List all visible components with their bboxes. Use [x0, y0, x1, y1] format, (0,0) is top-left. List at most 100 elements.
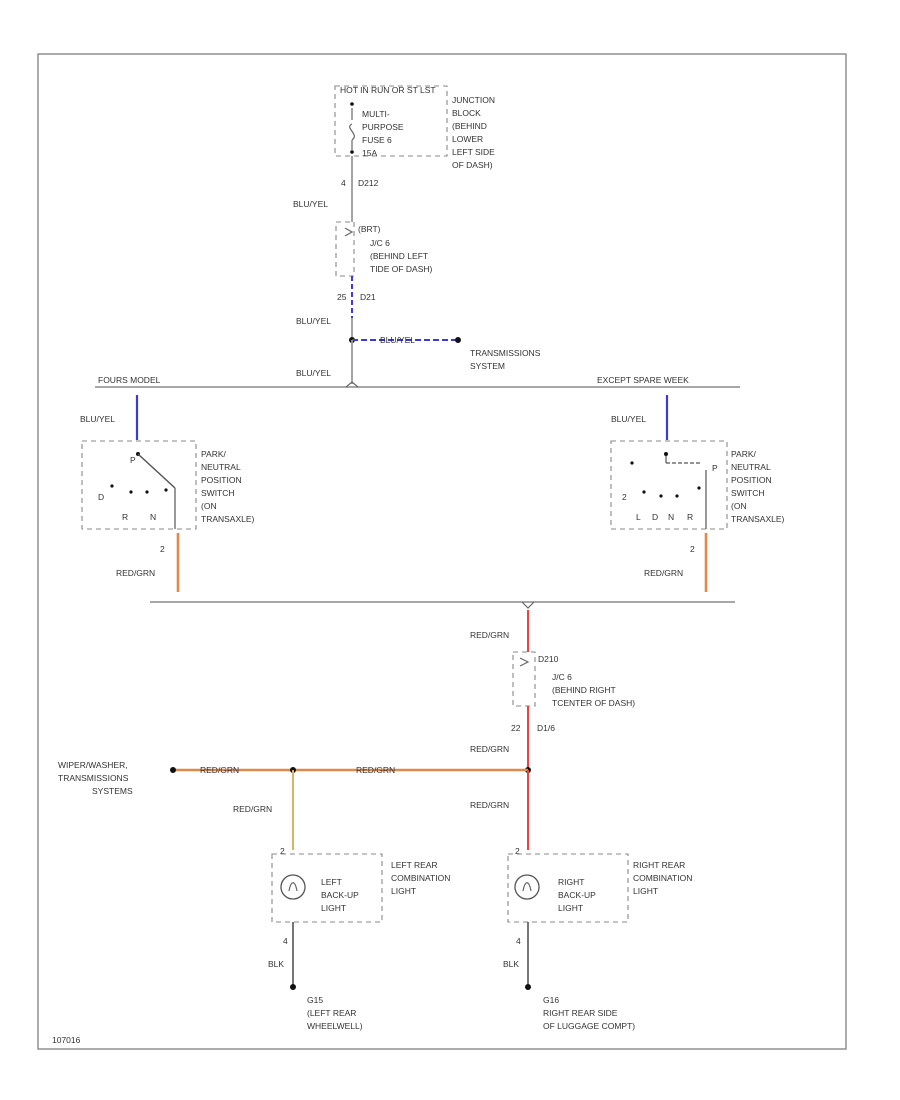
fuse-label-line-2: PURPOSE [362, 122, 404, 132]
jc-top-line-1: J/C 6 [370, 238, 390, 248]
right-lamp-name-3: LIGHT [558, 903, 583, 913]
right-switch-p: P [712, 463, 718, 473]
wire-label-branch: BLU/YEL [380, 335, 415, 345]
transmission-line-2: SYSTEM [470, 361, 505, 371]
wiper-line-2: TRANSMISSIONS [58, 773, 129, 783]
wire-label-left-blk: BLK [268, 959, 284, 969]
left-switch-contact-2 [129, 490, 133, 494]
right-switch-line-5: (ON [731, 501, 747, 511]
right-switch-r: R [687, 512, 693, 522]
right-switch-line-2: NEUTRAL [731, 462, 771, 472]
lower-bus-notch [521, 601, 535, 609]
left-lamp-name-1: LEFT [321, 877, 342, 887]
left-switch-line-6: TRANSAXLE) [201, 514, 255, 524]
right-combo-line-2: COMBINATION [633, 873, 692, 883]
jc-bottom-box [512, 651, 536, 707]
junction-block-line-6: OF DASH) [452, 160, 493, 170]
right-switch-common [664, 452, 668, 456]
wire-label-blu-yel-1: BLU/YEL [293, 199, 328, 209]
jc-top-line-2: (BEHIND LEFT [370, 251, 428, 261]
left-lamp-name-2: BACK-UP [321, 890, 359, 900]
left-switch-p: P [130, 455, 136, 465]
c1-name: D212 [358, 178, 379, 188]
jc-bottom-symbol [519, 657, 530, 667]
right-ground-2: RIGHT REAR SIDE [543, 1008, 618, 1018]
wire-label-blu-yel-2: BLU/YEL [296, 316, 331, 326]
junction-block-line-4: LOWER [452, 134, 483, 144]
right-switch-contact-4 [675, 494, 679, 498]
left-switch-line-3: POSITION [201, 475, 242, 485]
left-combo-line-2: COMBINATION [391, 873, 450, 883]
right-lamp-name-2: BACK-UP [558, 890, 596, 900]
junction-block-label: JUNCTION BLOCK (BEHIND LOWER LEFT SIDE O… [452, 95, 495, 170]
c2-name: D21 [360, 292, 376, 302]
jc-top-pin: (BRT) [358, 224, 381, 234]
jc-top-box [335, 221, 355, 277]
left-ground-1: G15 [307, 995, 323, 1005]
variant-bus-notch [345, 381, 359, 388]
fuse-label-line-4: 15A [362, 148, 377, 158]
junction-block-line-1: JUNCTION [452, 95, 495, 105]
junction-block-line-5: LEFT SIDE [452, 147, 495, 157]
right-switch-line-4: SWITCH [731, 488, 765, 498]
right-ground-3: OF LUGGAGE COMPT) [543, 1021, 635, 1031]
left-switch-box [81, 440, 197, 530]
right-lamp-box [507, 853, 629, 923]
left-switch-contact-3 [145, 490, 149, 494]
right-switch-contact-5 [697, 486, 701, 490]
wire-label-right-switch-in: BLU/YEL [611, 414, 646, 424]
diagram-frame [37, 53, 847, 1050]
left-lamp-filament [288, 882, 298, 892]
right-switch-line-6: TRANSAXLE) [731, 514, 785, 524]
fuse-label-line-3: FUSE 6 [362, 135, 392, 145]
right-switch-2: 2 [622, 492, 627, 502]
right-lamp-bulb [514, 874, 540, 900]
wire-label-distribution-1: RED/GRN [200, 765, 239, 775]
jc-bottom-pin: D210 [538, 654, 559, 664]
left-lamp-name-3: LIGHT [321, 903, 346, 913]
left-switch-r: R [122, 512, 128, 522]
jc-bottom-line-1: J/C 6 [552, 672, 572, 682]
left-lamp-pin-bottom: 4 [283, 936, 288, 946]
left-ground-3: WHEELWELL) [307, 1021, 363, 1031]
left-switch-d: D [98, 492, 104, 502]
left-ground-2: (LEFT REAR [307, 1008, 356, 1018]
left-lamp-bulb [280, 874, 306, 900]
right-lamp-pin-bottom: 4 [516, 936, 521, 946]
variant-right-label: EXCEPT SPARE WEEK [597, 375, 689, 385]
wire-label-right-switch-out: RED/GRN [644, 568, 683, 578]
right-switch-line-3: POSITION [731, 475, 772, 485]
right-switch-box [610, 440, 728, 530]
right-switch-contact-2 [642, 490, 646, 494]
wire-label-right-blk: BLK [503, 959, 519, 969]
transmission-line-1: TRANSMISSIONS [470, 348, 541, 358]
right-lamp-filament [522, 882, 532, 892]
left-switch-line-1: PARK/ [201, 449, 227, 459]
right-switch-pin: 2 [690, 544, 695, 554]
transmission-terminal [455, 337, 461, 343]
c1-pin: 4 [341, 178, 346, 188]
right-combo-line-3: LIGHT [633, 886, 658, 896]
wire-label-trunk-1: RED/GRN [470, 630, 509, 640]
jc-bottom-line-3: TCENTER OF DASH) [552, 698, 635, 708]
left-switch-line-4: SWITCH [201, 488, 235, 498]
right-combo-line-1: RIGHT REAR [633, 860, 685, 870]
wire-label-trunk-2: RED/GRN [470, 744, 509, 754]
left-switch-arm [137, 453, 176, 489]
jc-bottom-line-2: (BEHIND RIGHT [552, 685, 616, 695]
wire-label-left-lamp: RED/GRN [233, 804, 272, 814]
left-lamp-box [271, 853, 383, 923]
right-ground-1: G16 [543, 995, 559, 1005]
wire-label-left-switch-in: BLU/YEL [80, 414, 115, 424]
left-combo-line-1: LEFT REAR [391, 860, 438, 870]
right-switch-l: L [636, 512, 641, 522]
c3-pin: 22 [511, 723, 521, 733]
left-switch-contact-4 [164, 488, 168, 492]
right-switch-d: D [652, 512, 658, 522]
variant-left-label: FOURS MODEL [98, 375, 161, 385]
wire-label-distribution-2: RED/GRN [356, 765, 395, 775]
c3-name: D1/6 [537, 723, 555, 733]
jc-top-symbol [344, 227, 354, 237]
fuse-symbol [349, 108, 355, 150]
